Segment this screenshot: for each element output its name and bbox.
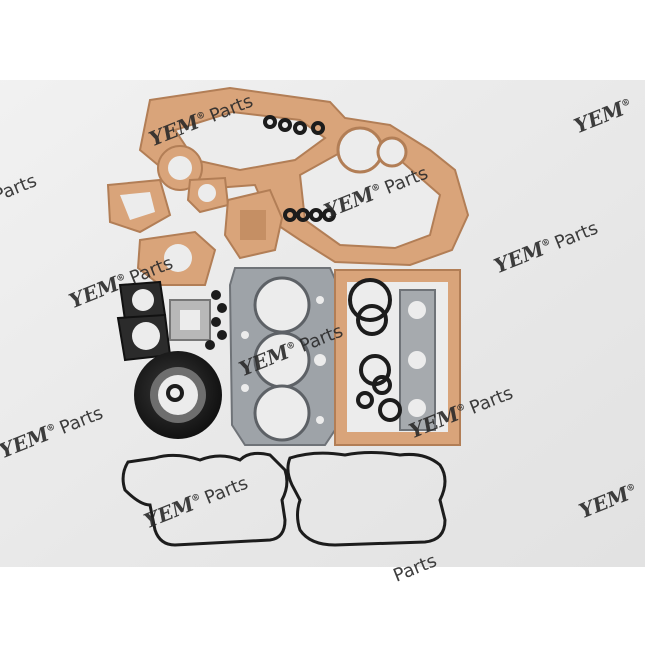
valve-cover-gasket-right [286, 451, 447, 547]
small-tan-gaskets [106, 145, 284, 286]
large-o-rings [348, 278, 402, 422]
valve-stem-seals [205, 290, 227, 350]
valve-cover-gasket-left [121, 451, 289, 547]
cylinder-head-gasket [228, 267, 342, 446]
rear-oil-seal [134, 351, 222, 439]
manifold-gaskets-left [116, 280, 211, 362]
small-o-rings [263, 115, 336, 222]
exhaust-gasket [399, 289, 436, 431]
